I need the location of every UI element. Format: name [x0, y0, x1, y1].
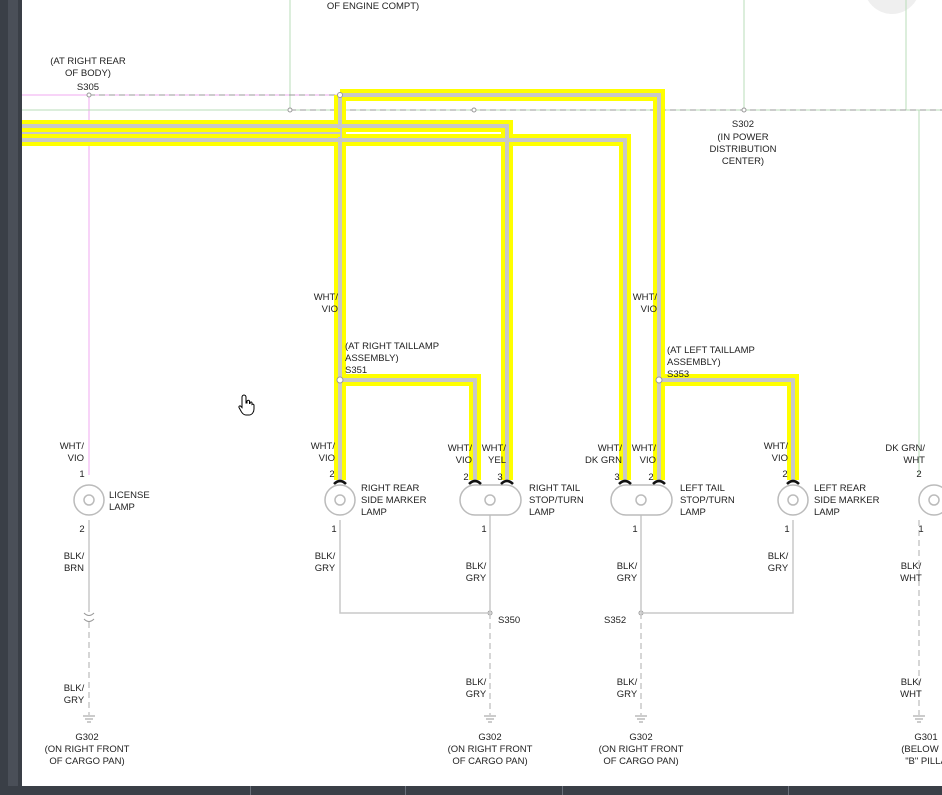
- corner-control[interactable]: [864, 0, 920, 14]
- wire-label-ltail-gnd: BLK/GRY: [617, 561, 638, 584]
- wire-label-rr-marker: WHT/VIO: [311, 441, 336, 464]
- pin-rtail-1: 1: [481, 524, 486, 535]
- wire-label-far-right-low: BLK/WHT: [900, 677, 922, 700]
- top-fragment-label: OF ENGINE COMPT): [327, 1, 419, 12]
- pin-rtail-3: 3: [497, 472, 502, 483]
- pin-license-2: 2: [79, 524, 84, 535]
- left-frame-scrollbar[interactable]: [8, 0, 18, 795]
- wire-label-license-gnd: BLK/BRN: [64, 551, 85, 574]
- wire-label-lr-marker: WHT/VIO: [764, 441, 789, 464]
- pin-lr-2: 2: [782, 469, 787, 480]
- wire-label-rtail-low: BLK/GRY: [466, 677, 487, 700]
- s350-label: S350: [498, 615, 520, 626]
- wire-label-rtail-gnd: BLK/GRY: [466, 561, 487, 584]
- toolbar-divider: [562, 786, 563, 795]
- pin-far-right-2: 2: [916, 469, 921, 480]
- wire-label-rr-gnd: BLK/GRY: [315, 551, 336, 574]
- ground-wires: [88, 515, 920, 715]
- r-tail-lamp-icon: [459, 484, 522, 516]
- lamp-icons[interactable]: [73, 484, 942, 516]
- pin-far-right-1: 1: [918, 524, 923, 535]
- g301-label: G301(BELOW RI"B" PILLA: [901, 732, 942, 767]
- inline-connector-icon: [83, 612, 95, 622]
- wire-label-ltail-low: BLK/GRY: [617, 677, 638, 700]
- s353-id-label: S353: [667, 369, 689, 380]
- wire-label-license: WHT/VIO: [60, 441, 85, 464]
- wire-label-far-right: DK GRN/WHT: [885, 443, 925, 466]
- s305-id-label: S305: [77, 82, 99, 93]
- wire-label-ltail-dkgrn: WHT/DK GRN: [585, 443, 622, 466]
- rr-marker-lamp-icon: [324, 484, 356, 516]
- pin-rtail-2: 2: [463, 472, 468, 483]
- splice-dots: [86, 92, 747, 616]
- wire-label-license-low: BLK/GRY: [64, 683, 85, 706]
- toolbar-divider: [788, 786, 789, 795]
- wire-label-ltail-vio: WHT/VIO: [632, 443, 657, 466]
- pin-license-1: 1: [79, 469, 84, 480]
- toolbar-divider: [405, 786, 406, 795]
- background-wires: [22, 0, 942, 475]
- hand-cursor-icon: [238, 394, 255, 416]
- bottom-toolbar: [0, 786, 942, 795]
- pin-ltail-1: 1: [632, 524, 637, 535]
- wire-label-lr-gnd: BLK/GRY: [768, 551, 789, 574]
- wire-label-rr-upper: WHT/VIO: [314, 292, 339, 315]
- l-tail-lamp-icon: [610, 484, 673, 516]
- far-right-lamp-icon: [918, 484, 942, 516]
- wire-label-lt-upper: WHT/VIO: [633, 292, 658, 315]
- toolbar-divider: [250, 786, 251, 795]
- wire-label-rtail-yel: WHT/YEL: [482, 443, 507, 466]
- pin-lr-1: 1: [784, 524, 789, 535]
- license-lamp-icon: [73, 484, 105, 516]
- s302-id-label: S302: [732, 119, 754, 130]
- s351-id-label: S351: [345, 365, 367, 376]
- highlighted-circuit[interactable]: [22, 89, 799, 480]
- pin-rr-1: 1: [331, 524, 336, 535]
- lr-marker-lamp-icon: [777, 484, 809, 516]
- wire-label-rtail-vio: WHT/VIO: [448, 443, 473, 466]
- left-window-frame: [0, 0, 22, 795]
- wire-label-far-right-gnd: BLK/WHT: [900, 561, 922, 584]
- pin-ltail-2: 2: [648, 472, 653, 483]
- pin-ltail-3: 3: [614, 472, 619, 483]
- ground-icons: [83, 715, 925, 723]
- pin-rr-2: 2: [329, 469, 334, 480]
- connector-caps: [333, 479, 800, 485]
- s352-label: S352: [604, 615, 626, 626]
